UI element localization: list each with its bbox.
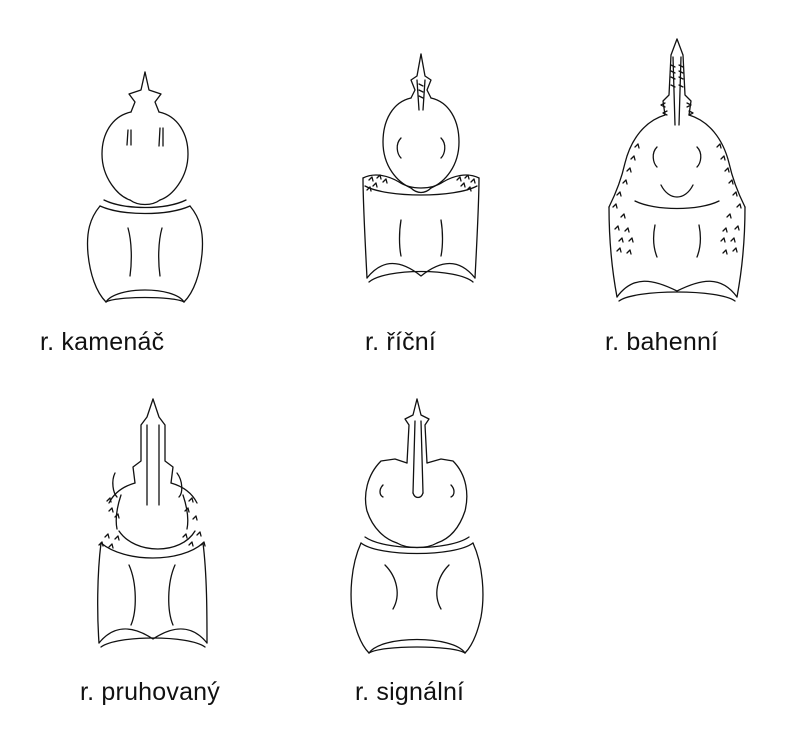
specimen-label: r. říční xyxy=(365,328,436,357)
specimen-signalni: r. signální xyxy=(345,395,515,715)
crayfish-cephalothorax-kamenac-icon xyxy=(60,50,230,310)
specimen-pruhovany: r. pruhovaný xyxy=(85,395,255,715)
crayfish-cephalothorax-bahenni-icon xyxy=(595,35,765,310)
specimen-label: r. signální xyxy=(355,678,464,707)
crayfish-cephalothorax-signalni-icon xyxy=(345,395,515,665)
crayfish-cephalothorax-ricni-icon xyxy=(335,50,505,310)
specimen-label: r. bahenní xyxy=(605,328,718,357)
specimen-bahenni: r. bahenní xyxy=(595,35,765,350)
specimen-label: r. kamenáč xyxy=(40,328,164,357)
crayfish-cephalothorax-pruhovany-icon xyxy=(85,395,255,665)
specimen-kamenac: r. kamenáč xyxy=(60,50,230,350)
specimen-label: r. pruhovaný xyxy=(80,678,220,707)
specimen-ricni: r. říční xyxy=(335,50,505,350)
